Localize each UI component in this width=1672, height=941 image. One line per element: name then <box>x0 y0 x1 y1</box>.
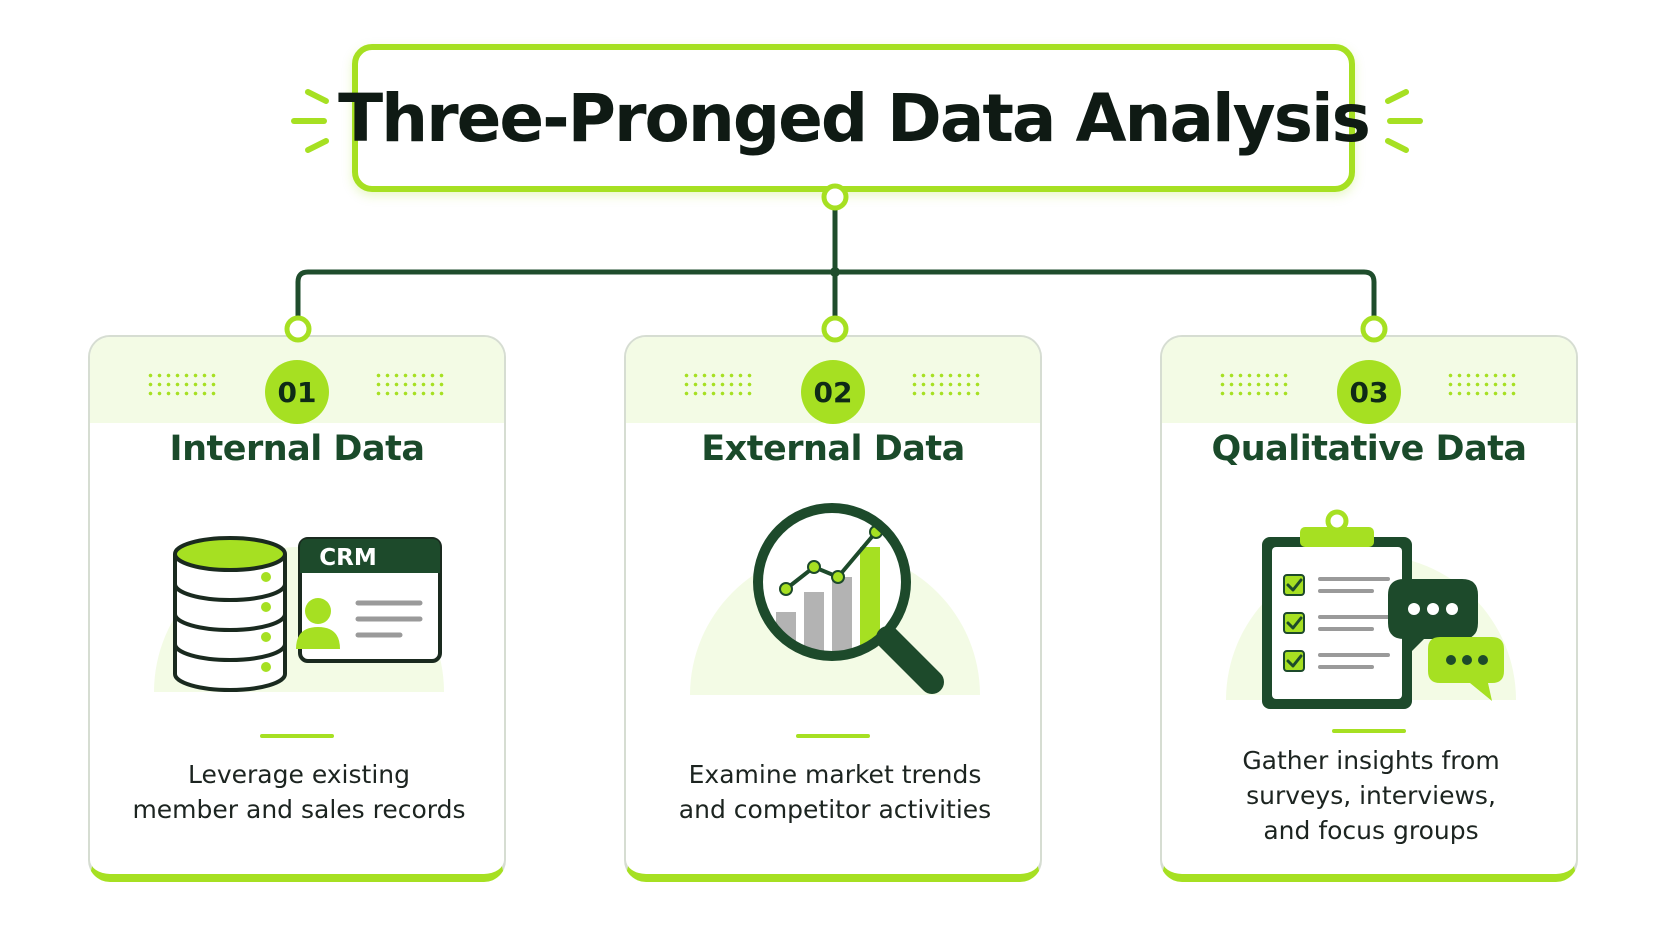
card-title: External Data <box>701 429 965 469</box>
magnifier-chart-icon <box>690 503 980 695</box>
card-title: Internal Data <box>169 429 425 469</box>
card-description: Leverage existing member and sales recor… <box>132 760 466 824</box>
title-sparkle-left-icon <box>291 89 329 153</box>
dots-pattern-icon <box>1218 371 1292 397</box>
page-title: Three-Pronged Data Analysis <box>338 79 1371 157</box>
card-divider <box>1332 729 1406 733</box>
card-qualitative-data: 03 Qualitative Data <box>1160 335 1578 882</box>
card-description: Examine market trends and competitor act… <box>678 760 992 824</box>
title-sparkle-right-icon <box>1385 89 1423 153</box>
step-number-badge: 03 <box>1337 360 1401 424</box>
card-divider <box>260 734 334 738</box>
card-internal-data: 01 Internal Data CRM <box>88 335 506 882</box>
card-external-data: 02 External Data Exami <box>624 335 1042 882</box>
dots-pattern-icon <box>1446 371 1520 397</box>
step-number-badge: 02 <box>801 360 865 424</box>
card-description: Gather insights from surveys, interviews… <box>1242 746 1500 845</box>
card-title: Qualitative Data <box>1211 429 1527 469</box>
dots-pattern-icon <box>682 371 756 397</box>
dots-pattern-icon <box>374 371 448 397</box>
dots-pattern-icon <box>910 371 984 397</box>
crm-label: CRM <box>319 545 376 571</box>
dots-pattern-icon <box>146 371 220 397</box>
database-crm-icon: CRM <box>154 536 444 692</box>
clipboard-chat-icon <box>1226 509 1516 709</box>
title-box: Three-Pronged Data Analysis <box>338 44 1371 192</box>
card-divider <box>796 734 870 738</box>
step-number-badge: 01 <box>265 360 329 424</box>
